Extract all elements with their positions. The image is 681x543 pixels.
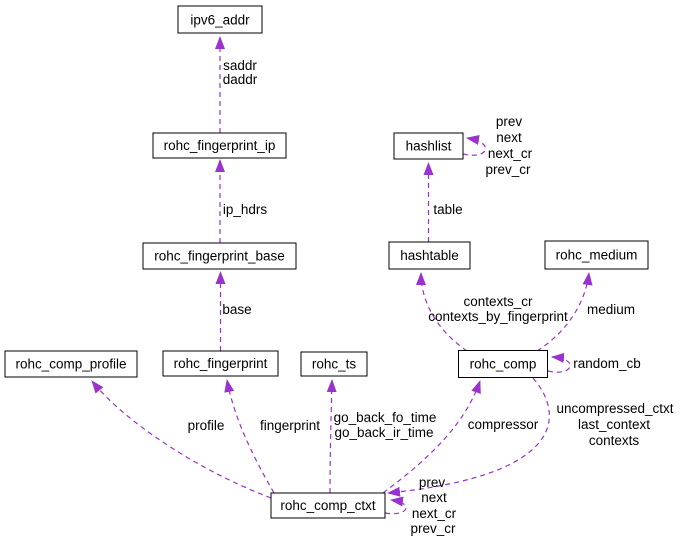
node-label-rohc-comp-profile: rohc_comp_profile (15, 357, 126, 372)
edge-uncompressed (387, 377, 550, 497)
node-rohc-comp[interactable]: rohc_comp (458, 350, 548, 378)
edge-label-ip-hdrs: ip_hdrs (223, 202, 268, 217)
node-label-ipv6-addr: ipv6_addr (190, 13, 250, 28)
edge-label-contexts-cr: contexts_cr (463, 294, 533, 309)
edge-label-hashlist-prev-cr: prev_cr (485, 162, 531, 177)
node-label-rohc-medium: rohc_medium (556, 248, 638, 263)
edge-ctxt-self-loop (384, 496, 407, 515)
node-label-rohc-ts: rohc_ts (312, 357, 357, 372)
edge-go-back (326, 379, 337, 494)
node-label-rohc-fingerprint: rohc_fingerprint (174, 356, 268, 371)
edge-compressor (382, 380, 481, 494)
edge-label-uncompressed-ctxt: uncompressed_ctxt (556, 401, 673, 416)
edge-label-contexts: contexts (589, 433, 640, 448)
edge-label-contexts-by-fingerprint: contexts_by_fingerprint (428, 309, 568, 324)
edge-label-daddr: daddr (223, 72, 258, 87)
node-rohc-fingerprint[interactable]: rohc_fingerprint (162, 350, 279, 377)
node-ipv6-addr[interactable]: ipv6_addr (177, 5, 263, 34)
node-rohc-comp-profile[interactable]: rohc_comp_profile (4, 350, 138, 378)
node-label-rohc-fingerprint-base: rohc_fingerprint_base (154, 249, 285, 264)
edge-fingerprint (224, 379, 275, 494)
edge-comp-self-loop (547, 352, 571, 373)
node-rohc-medium[interactable]: rohc_medium (544, 240, 649, 270)
edge-label-table: table (433, 202, 462, 217)
node-rohc-ts[interactable]: rohc_ts (300, 351, 368, 377)
edge-label-go-back-fo-time: go_back_fo_time (334, 410, 437, 425)
node-label-rohc-comp: rohc_comp (470, 357, 537, 372)
edge-label-compressor: compressor (468, 417, 539, 432)
node-label-rohc-comp-ctxt: rohc_comp_ctxt (280, 498, 376, 513)
edge-label-hashlist-next-cr: next_cr (488, 146, 533, 161)
edge-label-ctxt-next: next (421, 490, 447, 505)
edge-contexts (416, 272, 468, 352)
edge-label-fingerprint: fingerprint (260, 418, 320, 433)
node-rohc-fingerprint-base[interactable]: rohc_fingerprint_base (142, 242, 297, 270)
edge-label-hashlist-prev: prev (496, 114, 523, 129)
node-rohc-comp-ctxt[interactable]: rohc_comp_ctxt (270, 492, 386, 519)
edge-medium (536, 272, 593, 352)
node-label-hashlist: hashlist (406, 139, 452, 154)
edge-label-ctxt-prev-cr: prev_cr (410, 521, 456, 536)
node-hashtable[interactable]: hashtable (388, 241, 471, 270)
edges (91, 36, 593, 515)
edge-label-base: base (222, 302, 251, 317)
edge-label-profile: profile (188, 418, 225, 433)
node-label-hashtable: hashtable (400, 248, 459, 263)
edge-label-go-back-ir-time: go_back_ir_time (334, 425, 433, 440)
node-rohc-fingerprint-ip[interactable]: rohc_fingerprint_ip (152, 132, 287, 159)
edge-label-hashlist-next: next (496, 130, 522, 145)
edge-label-ctxt-next-cr: next_cr (412, 506, 457, 521)
edge-label-ctxt-prev: prev (419, 475, 446, 490)
edge-labels: saddr daddr ip_hdrs base table prev next… (188, 58, 674, 536)
edge-hashlist-self-loop (462, 135, 487, 156)
edge-label-medium: medium (587, 302, 635, 317)
node-label-rohc-fingerprint-ip: rohc_fingerprint_ip (164, 138, 276, 153)
edge-label-last-context: last_context (578, 417, 650, 432)
edge-label-saddr: saddr (223, 58, 257, 73)
edge-label-random-cb: random_cb (573, 356, 641, 371)
edge-profile (91, 380, 272, 499)
node-hashlist[interactable]: hashlist (393, 132, 464, 160)
